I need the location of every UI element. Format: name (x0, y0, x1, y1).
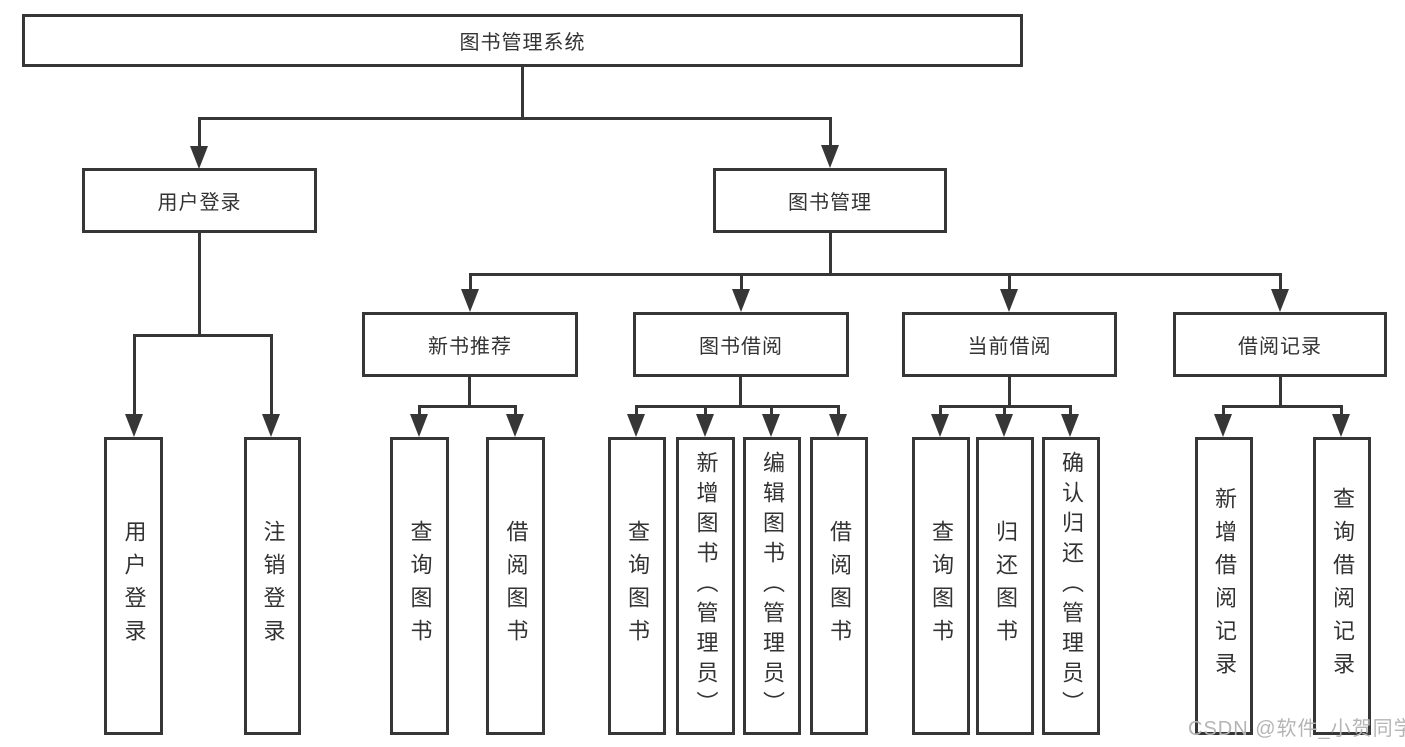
node-section-current-label: 当前借阅 (967, 336, 1052, 358)
connector-borrow-split (635, 405, 840, 408)
connector-records-leaf1-shaft (1222, 405, 1225, 418)
leaf-borrow-edit-books-admin: 编辑图书（管理员） (743, 437, 801, 735)
arrow-into-login-leaf1 (125, 414, 143, 437)
connector-borrow-leaf3-shaft (770, 405, 773, 418)
leaf-records-query-record-label: 查询借阅记录 (1330, 487, 1355, 685)
arrow-into-records-leaf1 (1214, 414, 1232, 437)
connector-mgmt-drop (829, 233, 832, 276)
arrow-into-borrow-leaf2 (696, 414, 714, 437)
leaf-records-add-record-label: 新增借阅记录 (1212, 487, 1237, 685)
node-section-recommend-label: 新书推荐 (428, 336, 512, 358)
connector-level1-horizontal (198, 117, 832, 120)
connector-borrow-leaf4-shaft (837, 405, 840, 418)
arrow-into-recommend-leaf1 (410, 414, 428, 437)
leaf-borrow-add-books-admin-label: 新增图书（管理员） (693, 451, 719, 721)
connector-level3-horizontal (469, 273, 1282, 276)
node-section-records: 借阅记录 (1173, 312, 1387, 377)
leaf-current-confirm-return-admin-label: 确认归还（管理员） (1059, 451, 1084, 721)
leaf-current-confirm-return-admin: 确认归还（管理员） (1042, 437, 1100, 735)
connector-records-split (1222, 405, 1342, 408)
node-section-borrow-label: 图书借阅 (699, 336, 783, 358)
connector-records-drop (1279, 377, 1282, 408)
leaf-user-login-label: 用户登录 (121, 520, 147, 652)
leaf-borrow-query-books: 查询图书 (608, 437, 666, 735)
leaf-current-query-books: 查询图书 (912, 437, 970, 735)
connector-current-leaf2-shaft (1003, 405, 1006, 418)
node-user-login-label: 用户登录 (157, 192, 242, 214)
leaf-recommend-query-books: 查询图书 (390, 437, 449, 735)
connector-login-leaf1-shaft (133, 334, 136, 417)
connector-current-drop (1008, 377, 1011, 408)
connector-sec3-shaft (1008, 273, 1011, 292)
csdn-watermark: CSDN @软件_小贺同学 (1188, 718, 1405, 740)
arrow-into-current-leaf3 (1061, 414, 1079, 437)
node-user-login: 用户登录 (82, 168, 317, 233)
connector-login-split (133, 334, 273, 337)
leaf-current-return-books-label: 归还图书 (993, 520, 1018, 652)
connector-recommend-leaf1-shaft (418, 405, 421, 418)
connector-sec4-shaft (1279, 273, 1282, 292)
arrow-into-borrow-leaf1 (627, 414, 645, 437)
connector-recommend-drop (468, 377, 471, 408)
connector-login-drop (198, 233, 201, 337)
leaf-recommend-borrow-books-label: 借阅图书 (503, 520, 529, 652)
node-section-records-label: 借阅记录 (1238, 336, 1322, 358)
leaf-user-login: 用户登录 (104, 437, 163, 735)
leaf-borrow-query-books-label: 查询图书 (625, 520, 650, 652)
arrow-into-user-login (190, 146, 208, 169)
node-section-borrow: 图书借阅 (633, 312, 849, 377)
leaf-records-add-record: 新增借阅记录 (1195, 437, 1253, 735)
connector-sec2-shaft (740, 273, 743, 292)
connector-records-leaf2-shaft (1340, 405, 1343, 418)
arrow-into-records-leaf2 (1332, 414, 1350, 437)
leaf-current-query-books-label: 查询图书 (929, 520, 954, 652)
node-book-mgmt: 图书管理 (713, 168, 947, 233)
leaf-logout-label: 注销登录 (260, 520, 286, 652)
arrow-into-borrow-leaf4 (829, 414, 847, 437)
connector-borrow-drop (739, 377, 742, 408)
node-section-recommend: 新书推荐 (362, 312, 578, 377)
arrow-into-current-leaf2 (995, 414, 1013, 437)
node-book-mgmt-label: 图书管理 (788, 192, 872, 214)
connector-current-leaf3-shaft (1069, 405, 1072, 418)
connector-current-leaf1-shaft (939, 405, 942, 418)
arrow-into-section-records (1271, 289, 1289, 312)
connector-borrow-leaf2-shaft (704, 405, 707, 418)
connector-recommend-split (418, 405, 517, 408)
node-root-system: 图书管理系统 (22, 14, 1023, 67)
connector-login-leaf2-shaft (270, 334, 273, 417)
leaf-logout: 注销登录 (244, 437, 301, 735)
arrow-into-recommend-leaf2 (506, 414, 524, 437)
arrow-into-section-borrow (732, 289, 750, 312)
arrow-into-book-mgmt (821, 145, 839, 168)
connector-sec1-shaft (469, 273, 472, 292)
connector-login-shaft (198, 117, 201, 150)
leaf-records-query-record: 查询借阅记录 (1313, 437, 1371, 735)
arrow-into-section-recommend (461, 289, 479, 312)
connector-recommend-leaf2-shaft (514, 405, 517, 418)
arrow-into-section-current (1000, 289, 1018, 312)
connector-root-drop (521, 67, 524, 119)
connector-borrow-leaf1-shaft (635, 405, 638, 418)
leaf-borrow-borrow-books-label: 借阅图书 (827, 520, 852, 652)
node-section-current: 当前借阅 (902, 312, 1117, 377)
leaf-borrow-add-books-admin: 新增图书（管理员） (676, 437, 735, 735)
connector-mgmt-shaft (829, 117, 832, 149)
arrow-into-borrow-leaf3 (762, 414, 780, 437)
leaf-borrow-edit-books-admin-label: 编辑图书（管理员） (760, 451, 785, 721)
arrow-into-current-leaf1 (931, 414, 949, 437)
arrow-into-login-leaf2 (262, 414, 280, 437)
leaf-current-return-books: 归还图书 (976, 437, 1034, 735)
leaf-recommend-borrow-books: 借阅图书 (486, 437, 545, 735)
leaf-borrow-borrow-books: 借阅图书 (810, 437, 868, 735)
node-root-label: 图书管理系统 (459, 32, 586, 54)
leaf-recommend-query-books-label: 查询图书 (407, 520, 433, 652)
